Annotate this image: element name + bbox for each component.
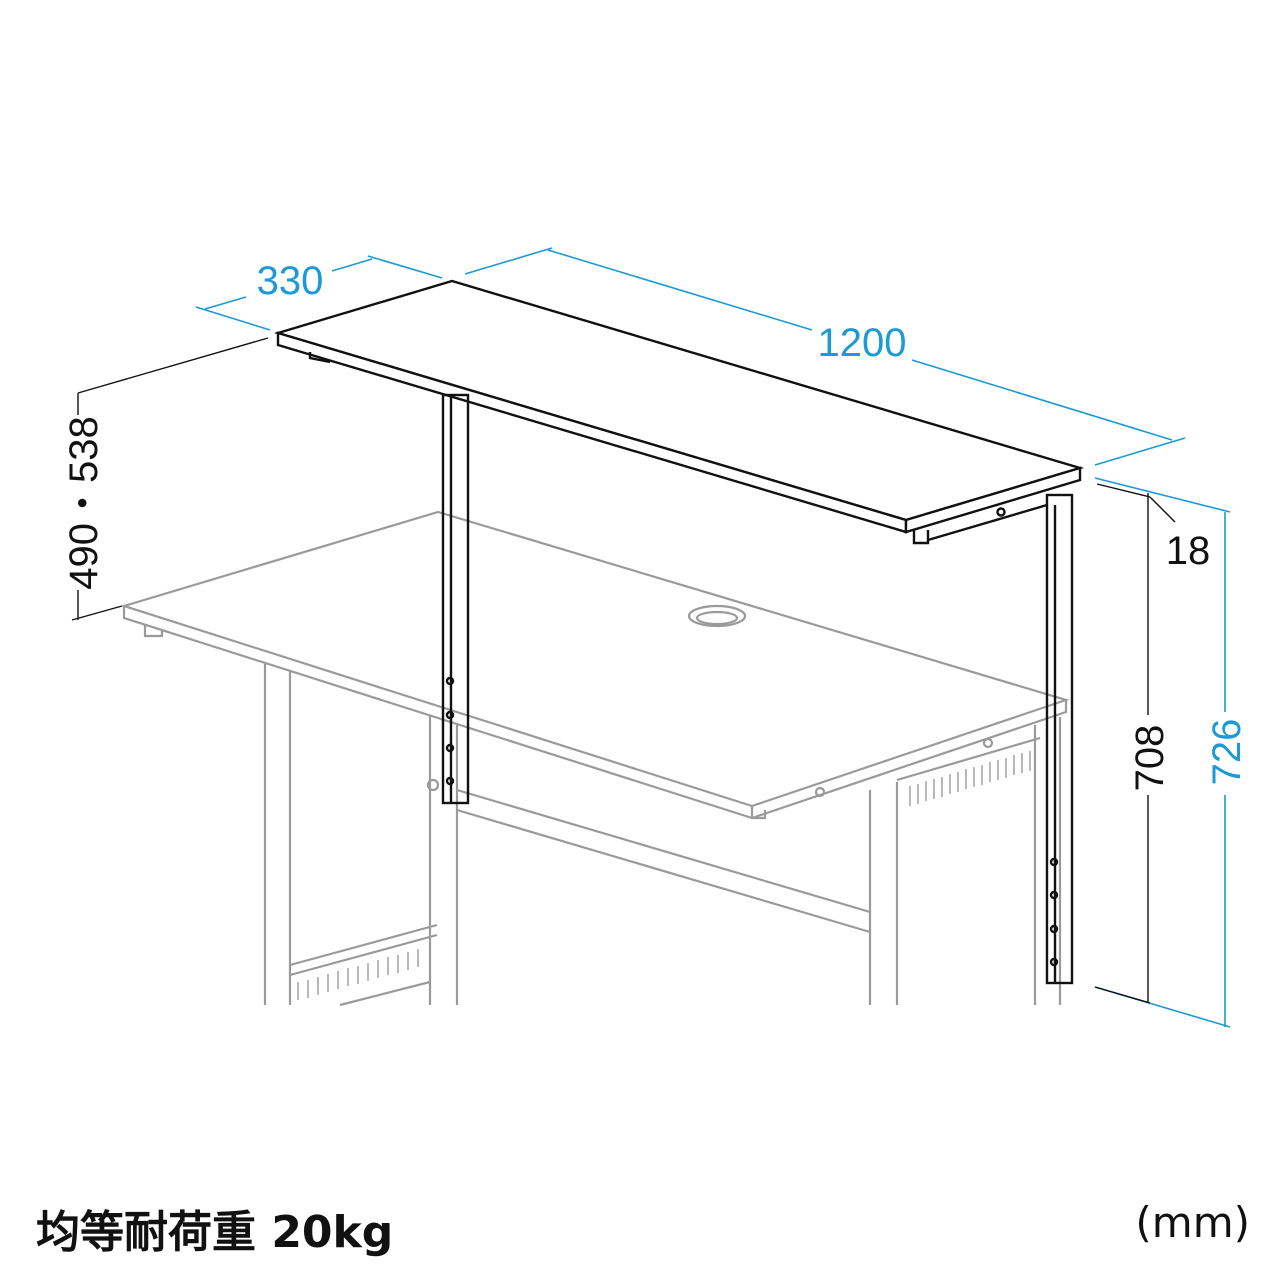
total-height-label: 726 — [1205, 719, 1249, 786]
unit-caption: (mm) — [1135, 1198, 1250, 1247]
desk-drawing — [120, 510, 1070, 1007]
dimension-lines-blue — [195, 247, 1231, 1028]
leg-height-label: 708 — [1128, 725, 1172, 792]
load-capacity-caption: 均等耐荷重 20kg — [36, 1207, 394, 1258]
shelf-height-label: 490・538 — [62, 416, 106, 589]
depth-label: 330 — [257, 259, 324, 303]
thickness-label: 18 — [1166, 529, 1211, 573]
desktop-shelf-drawing — [273, 279, 1085, 985]
cable-grommet-icon — [687, 604, 747, 628]
width-label: 1200 — [818, 321, 907, 365]
dimension-lines-black — [71, 337, 1176, 1004]
